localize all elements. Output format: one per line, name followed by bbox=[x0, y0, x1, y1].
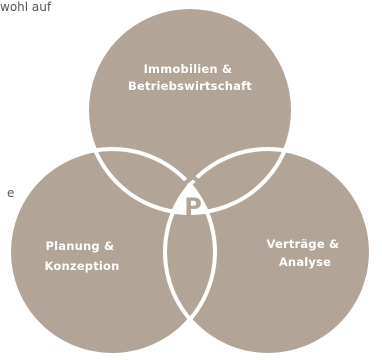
outline-top bbox=[85, 5, 295, 215]
cropped-text-middle: e bbox=[7, 186, 15, 200]
logo-letter: P bbox=[184, 193, 202, 221]
logo-icon: P bbox=[178, 175, 208, 221]
label-immobilien: Immobilien & Betriebswirtschaft bbox=[128, 62, 252, 93]
label-planung: Planung & Konzeption bbox=[44, 239, 119, 273]
outline-left bbox=[7, 147, 217, 357]
circle-vertraege bbox=[165, 149, 371, 355]
circle-planung bbox=[9, 149, 215, 355]
label-vertraege: Verträge & Analyse bbox=[267, 237, 344, 269]
cropped-text-top: wohl auf bbox=[0, 0, 52, 14]
outline-right bbox=[163, 147, 373, 357]
